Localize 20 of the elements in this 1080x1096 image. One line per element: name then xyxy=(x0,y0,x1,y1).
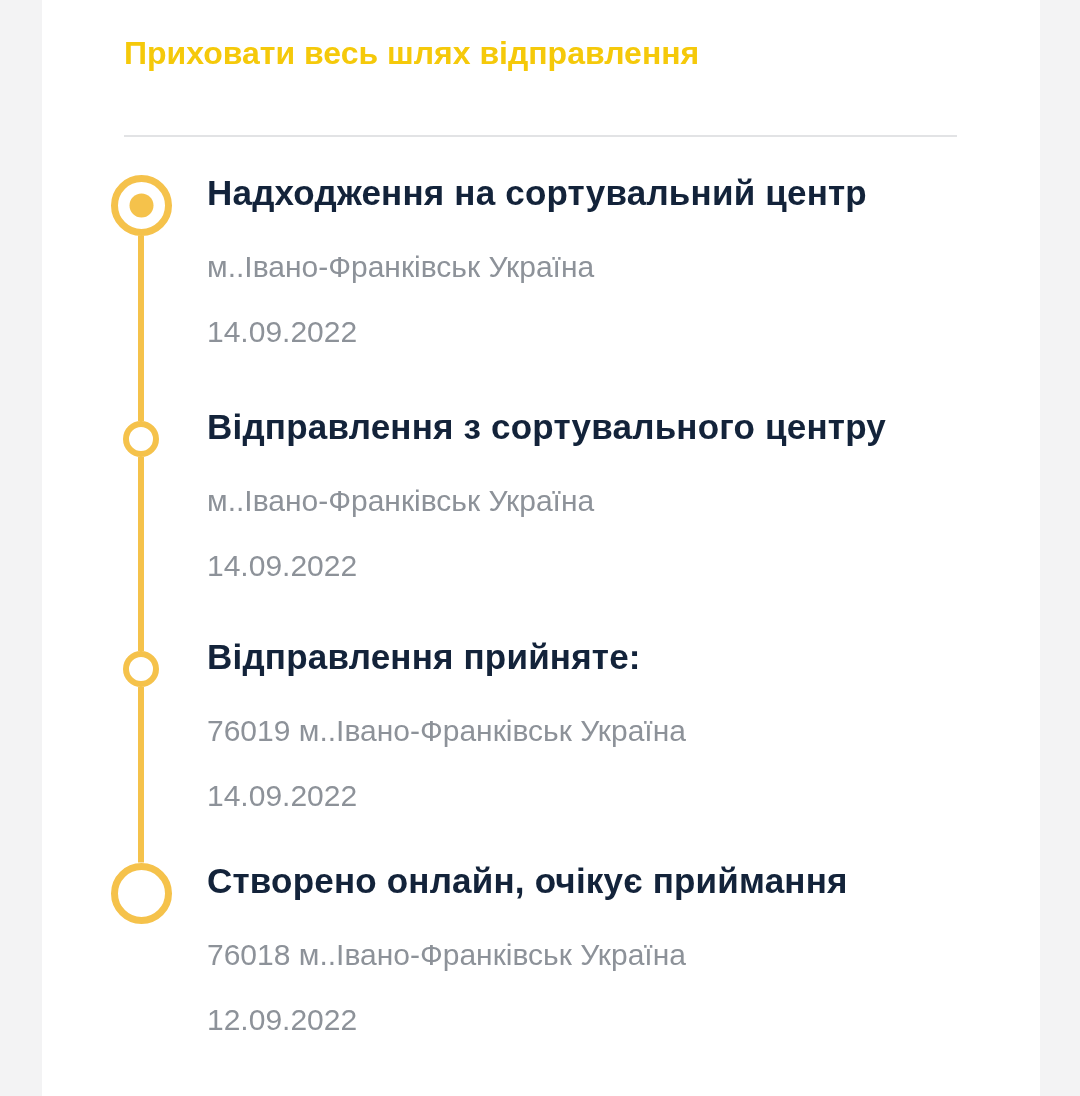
event-location: м..Івано-Франківськ Україна xyxy=(207,484,595,518)
event-date: 14.09.2022 xyxy=(207,549,358,583)
event-date: 14.09.2022 xyxy=(207,779,358,813)
event-date: 14.09.2022 xyxy=(207,315,358,349)
timeline-connector xyxy=(138,687,144,863)
status-ring-marker xyxy=(123,651,159,687)
event-title: Відправлення з сортувального центру xyxy=(207,407,886,447)
event-location: 76018 м..Івано-Франківськ Україна xyxy=(207,938,686,972)
status-ring-marker xyxy=(110,862,172,924)
event-location: 76019 м..Івано-Франківськ Україна xyxy=(207,714,686,748)
event-title: Відправлення прийняте: xyxy=(207,637,641,677)
status-ring-marker xyxy=(123,421,159,457)
event-title: Створено онлайн, очікує приймання xyxy=(207,861,848,901)
timeline-connector xyxy=(138,457,144,651)
event-location: м..Івано-Франківськ Україна xyxy=(207,250,595,284)
event-title: Надходження на сортувальний центр xyxy=(207,173,867,213)
current-status-marker xyxy=(110,174,172,236)
event-date: 12.09.2022 xyxy=(207,1003,358,1037)
timeline-connector xyxy=(138,235,144,421)
hide-route-link: Приховати весь шлях відправлення xyxy=(124,34,700,72)
